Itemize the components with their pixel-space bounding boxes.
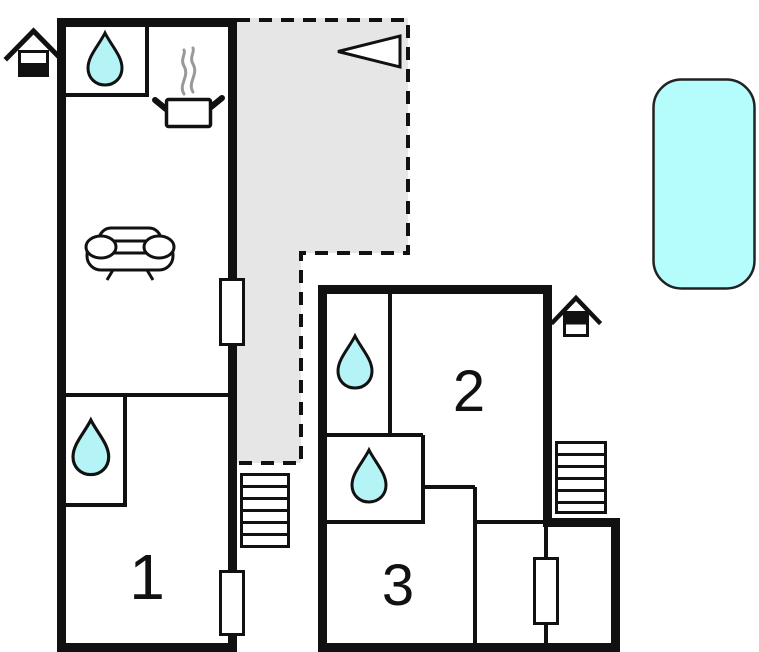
entrance-house-icon-2 bbox=[549, 294, 603, 337]
direction-arrow-icon bbox=[337, 34, 402, 69]
room-1-label: 1 bbox=[129, 541, 165, 613]
kitchen-stove-icon bbox=[152, 46, 225, 129]
terrace-area bbox=[237, 18, 408, 463]
stairs-icon-1 bbox=[240, 473, 290, 548]
room-2-label: 2 bbox=[453, 359, 485, 424]
room-3-label: 3 bbox=[382, 553, 414, 618]
door-2 bbox=[219, 570, 245, 636]
pool bbox=[652, 78, 756, 290]
door-1 bbox=[219, 278, 245, 346]
terrace-outline bbox=[237, 18, 410, 465]
steam-icon bbox=[180, 48, 188, 96]
entrance-house-icon-1 bbox=[3, 27, 64, 77]
stairs-icon-2 bbox=[555, 441, 607, 514]
steam-icon bbox=[189, 46, 197, 94]
door-3 bbox=[533, 557, 559, 625]
sofa-icon bbox=[84, 226, 176, 281]
